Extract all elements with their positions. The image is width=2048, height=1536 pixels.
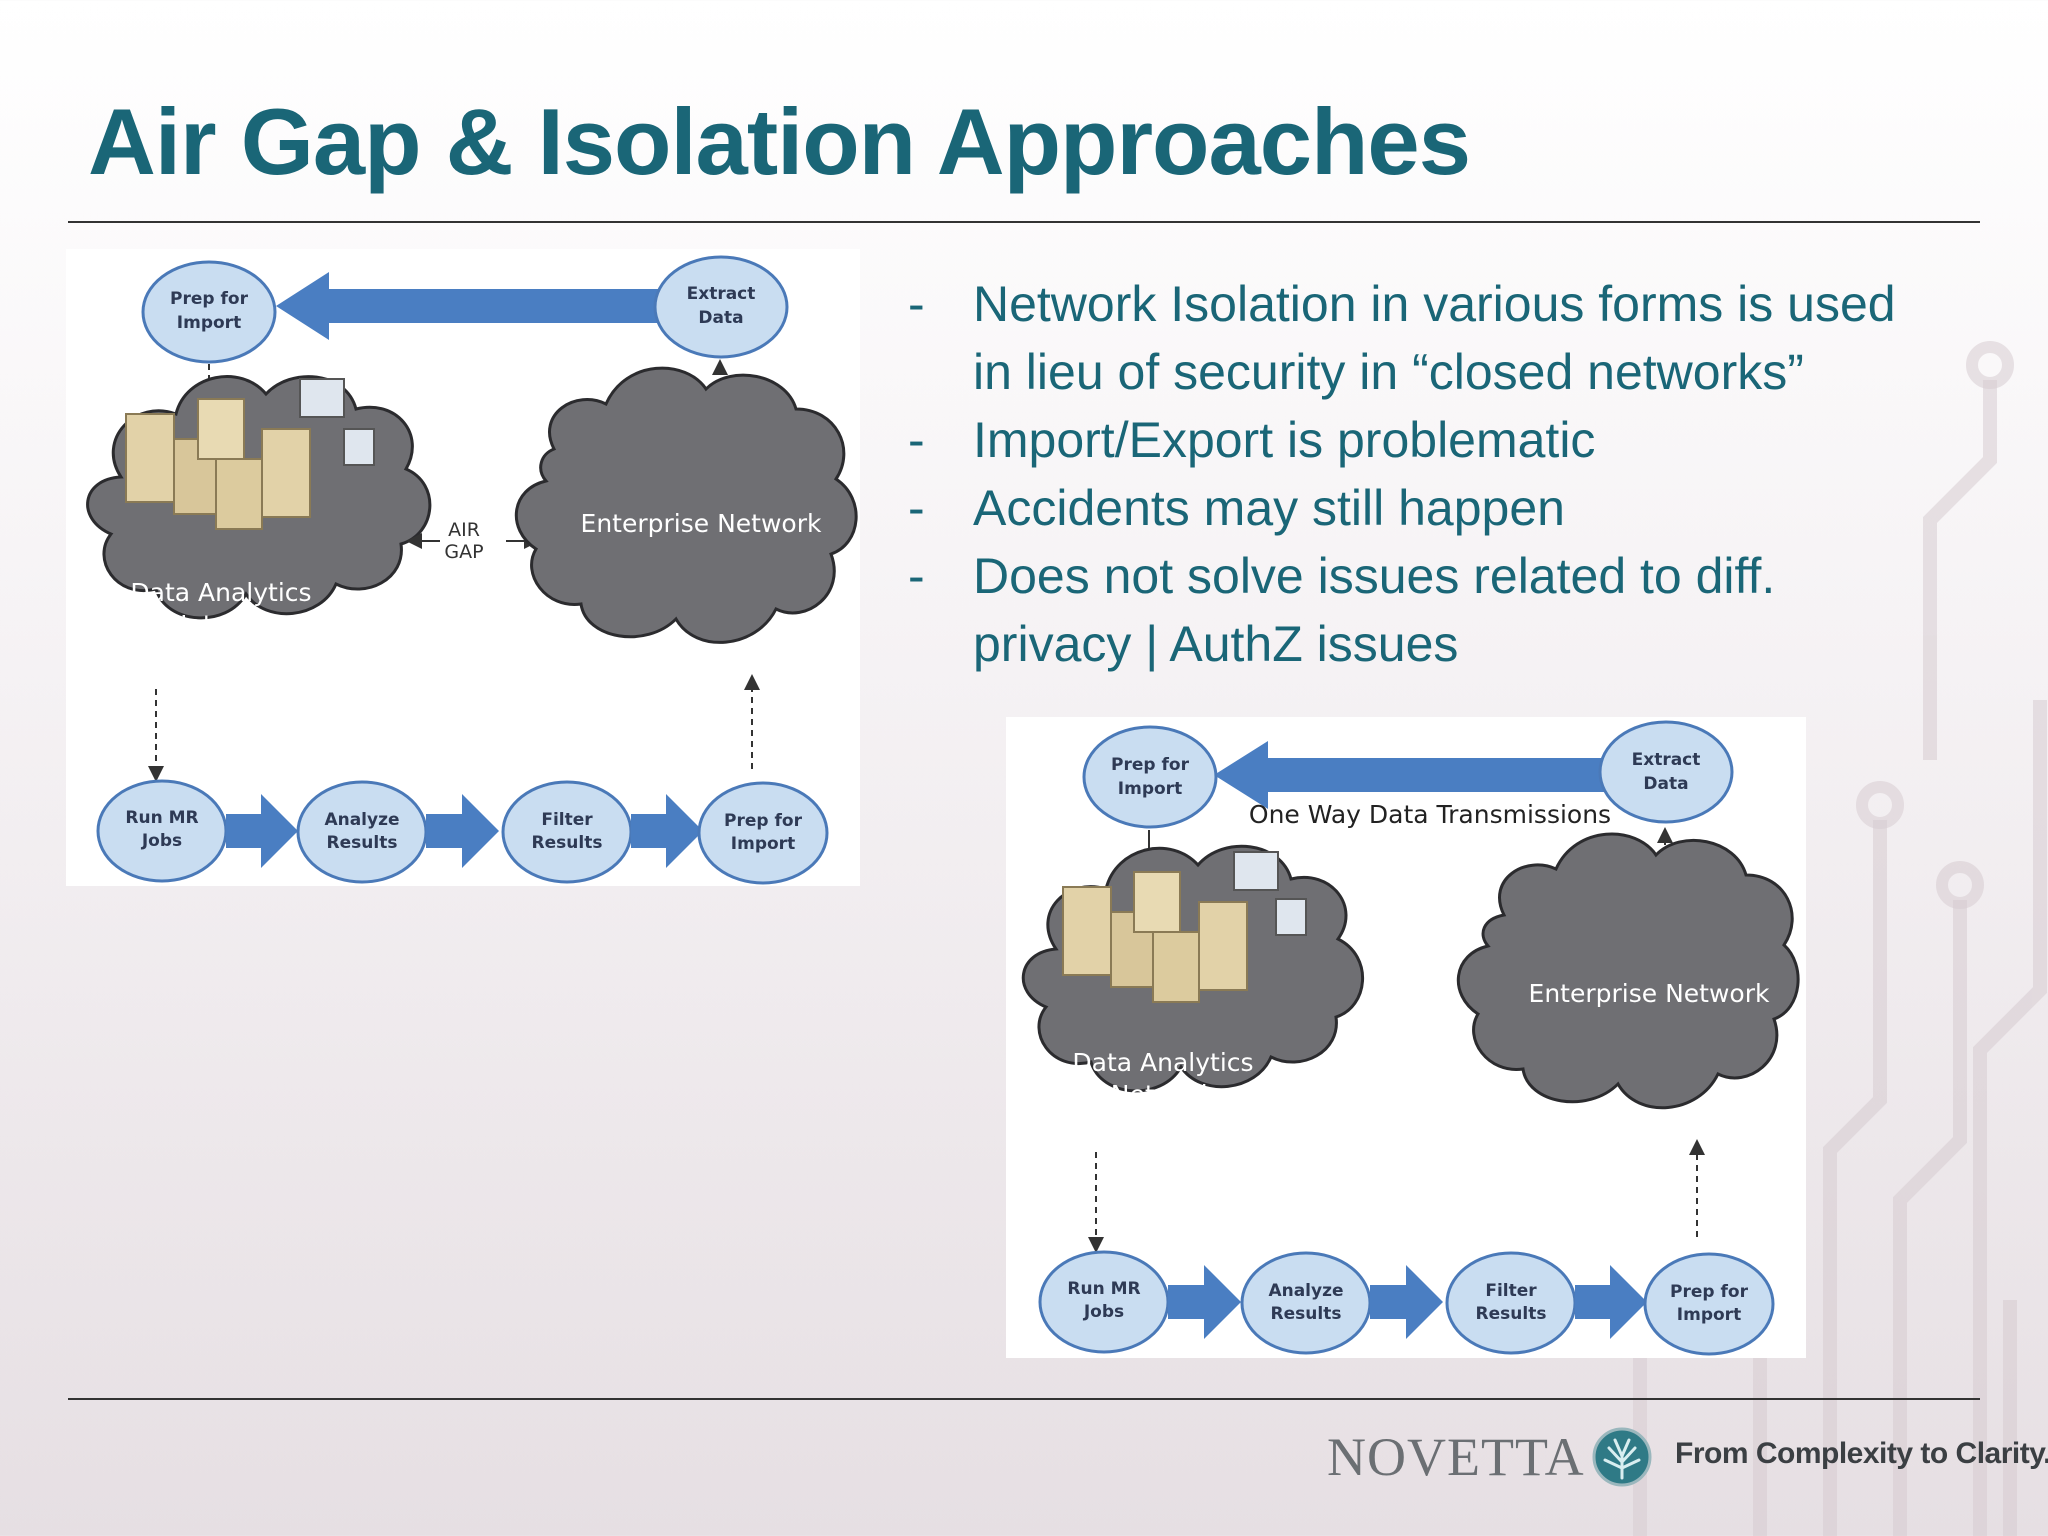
svg-text:Prep for: Prep for <box>1670 1282 1749 1302</box>
extract-data-node: Extract Data <box>653 255 789 359</box>
prep-for-import-top-node: Prep for Import <box>141 260 277 364</box>
svg-text:Network: Network <box>169 610 274 639</box>
svg-text:Enterprise Network: Enterprise Network <box>581 509 822 538</box>
air-gap-label: AIR GAP <box>406 519 540 563</box>
footer-divider <box>68 1398 1980 1400</box>
prep-for-import-bottom-node: Prep for Import <box>697 781 829 885</box>
svg-text:Data: Data <box>698 308 743 328</box>
bullet-marker: - <box>908 548 925 604</box>
data-analytics-network-cloud: Data Analytics Network <box>1021 844 1364 1109</box>
svg-text:Analyze: Analyze <box>324 810 399 830</box>
tagline: From Complexity to Clarity. <box>1675 1437 2048 1470</box>
bullet-marker: - <box>908 480 925 536</box>
extract-data-node: Extract Data <box>1598 720 1734 824</box>
prep-for-import-top-node: Prep for Import <box>1082 725 1218 829</box>
big-left-arrow <box>1214 741 1606 809</box>
svg-text:Prep for: Prep for <box>170 289 249 309</box>
enterprise-network-cloud: Enterprise Network <box>514 366 858 644</box>
novetta-tree-logo-icon <box>1592 1427 1652 1487</box>
bullet-item: -Network Isolation in various forms is u… <box>900 270 1920 406</box>
title-divider <box>68 221 1980 223</box>
svg-text:Jobs: Jobs <box>1083 1302 1124 1322</box>
svg-text:Results: Results <box>532 833 603 853</box>
bullet-item: -Accidents may still happen <box>900 474 1920 542</box>
svg-text:Filter: Filter <box>1485 1281 1537 1301</box>
svg-text:Extract: Extract <box>1632 750 1701 770</box>
svg-text:Import: Import <box>731 834 795 854</box>
svg-text:Import: Import <box>177 313 241 333</box>
svg-text:Results: Results <box>1271 1304 1342 1324</box>
bullet-item: -Import/Export is problematic <box>900 406 1920 474</box>
svg-text:Analyze: Analyze <box>1268 1281 1343 1301</box>
svg-text:Data: Data <box>1643 774 1688 794</box>
server-cluster-icon <box>1062 871 1248 1003</box>
data-analytics-network-cloud: Data Analytics Network <box>86 375 432 639</box>
flow-arrow <box>1370 1265 1443 1339</box>
novetta-logo: NOVETTA <box>1327 1422 1653 1492</box>
svg-text:Run MR: Run MR <box>125 808 198 828</box>
svg-text:Enterprise Network: Enterprise Network <box>1529 979 1770 1008</box>
svg-text:AIR: AIR <box>448 519 480 541</box>
svg-text:Results: Results <box>1476 1304 1547 1324</box>
svg-text:Filter: Filter <box>541 810 593 830</box>
air-gap-diagram: Prep for Import Extract Data <box>66 249 860 886</box>
prep-for-import-bottom-node: Prep for Import <box>1643 1252 1775 1356</box>
one-way-diagram: Prep for Import Extract Data One Way Dat… <box>1006 717 1806 1358</box>
bullet-item: -Does not solve issues related to diff. … <box>900 542 1920 678</box>
svg-text:Data Analytics: Data Analytics <box>1072 1048 1253 1077</box>
svg-text:GAP: GAP <box>444 541 483 563</box>
bullet-marker: - <box>908 276 925 332</box>
run-mr-jobs-node: Run MR Jobs <box>96 779 228 883</box>
enterprise-network-cloud: Enterprise Network <box>1456 832 1800 1110</box>
flow-arrow <box>426 794 499 868</box>
slide-title: Air Gap & Isolation Approaches <box>88 89 1471 194</box>
run-mr-jobs-node: Run MR Jobs <box>1038 1250 1170 1354</box>
svg-text:Run MR: Run MR <box>1067 1279 1140 1299</box>
flow-arrow <box>1575 1265 1647 1339</box>
svg-text:Data Analytics: Data Analytics <box>130 578 311 607</box>
svg-text:Import: Import <box>1118 779 1182 799</box>
svg-text:Results: Results <box>327 833 398 853</box>
filter-results-node: Filter Results <box>501 780 633 884</box>
bullet-marker: - <box>908 412 925 468</box>
svg-text:Prep for: Prep for <box>724 811 803 831</box>
one-way-label: One Way Data Transmissions <box>1249 800 1611 829</box>
flow-arrow <box>1168 1265 1241 1339</box>
bullet-list: -Network Isolation in various forms is u… <box>900 270 1920 678</box>
server-cluster-icon <box>125 398 311 530</box>
svg-text:Extract: Extract <box>687 284 756 304</box>
monitor-icon <box>299 378 375 466</box>
analyze-results-node: Analyze Results <box>1240 1251 1372 1355</box>
big-left-arrow <box>276 272 660 340</box>
brand-name: NOVETTA <box>1327 1427 1585 1487</box>
flow-arrow <box>226 794 298 868</box>
svg-text:Network: Network <box>1111 1080 1216 1109</box>
svg-text:Prep for: Prep for <box>1111 755 1190 775</box>
svg-text:Import: Import <box>1677 1305 1741 1325</box>
filter-results-node: Filter Results <box>1445 1251 1577 1355</box>
svg-text:Jobs: Jobs <box>141 831 182 851</box>
monitor-icon <box>1233 851 1307 936</box>
flow-arrow <box>631 794 703 868</box>
analyze-results-node: Analyze Results <box>296 780 428 884</box>
